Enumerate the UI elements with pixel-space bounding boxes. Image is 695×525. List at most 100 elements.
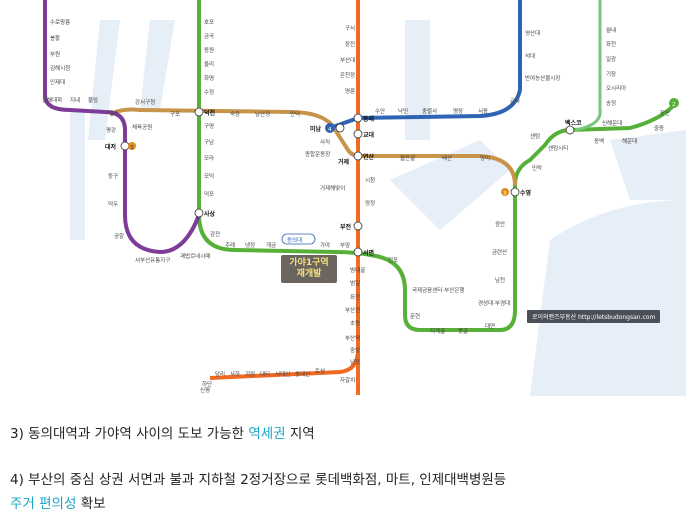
st-yangjeong: 양정: [365, 199, 375, 207]
st-toseong: 토성: [315, 367, 325, 375]
st-sinhaeundae: 신해운대: [602, 119, 622, 127]
st-jwacheon-east: 좌천: [606, 40, 616, 48]
st-namcheon: 남천: [495, 276, 505, 284]
line-4: [329, 0, 522, 130]
st-airport: 공항: [114, 232, 124, 240]
st-yeonsan: 연산: [363, 153, 375, 161]
station-labels: 구서 장전 부산대 온천장 명륜 동래 교대 연산 시청 양정 부전 서면 범내…: [42, 18, 670, 394]
st-minam: 미남: [310, 125, 322, 133]
st-deokpo: 덕포: [204, 191, 214, 198]
line-east: [574, 0, 602, 132]
st-gijang: 기장: [606, 70, 616, 78]
st-geoje-haemaji: 거제해맞이: [320, 184, 345, 192]
st-millak: 민락: [532, 164, 542, 172]
st-saha: 사하: [230, 370, 240, 378]
st-mulmangol: 물만골: [400, 154, 415, 162]
st-dangni: 당리: [215, 370, 225, 378]
st-bonghwang: 봉황: [50, 34, 60, 42]
st-ifc: 국제금융센터·부산은행: [412, 286, 464, 294]
map-background-shapes: [70, 20, 686, 396]
paragraph-4-line2: 주거 편의성 확보: [10, 492, 106, 512]
st-sujeong: 수정: [204, 89, 214, 96]
st-sajik: 사직: [320, 138, 330, 146]
st-seokdae: 석대: [525, 52, 535, 60]
line-2: [197, 0, 676, 332]
st-kyungsung: 경성대·부경대: [478, 299, 510, 307]
st-bujeon: 부전: [340, 223, 352, 231]
paragraph-3: 3) 동의대역과 가야역 사이의 도보 가능한 역세권 지역: [10, 422, 315, 442]
st-daeti: 대티: [260, 370, 270, 378]
st-dongdaesin: 동대신: [295, 370, 310, 378]
st-centum-city: 센텀시티: [548, 144, 568, 152]
st-seodong: 서동: [478, 107, 488, 115]
st-beomil: 범일: [350, 279, 360, 287]
st-naengjeong: 냉정: [245, 241, 255, 249]
st-myeongnyun: 명륜: [345, 88, 355, 95]
st-jurye: 주례: [225, 241, 235, 249]
line-1: [209, 0, 360, 395]
badge-3-east: 3: [503, 191, 507, 197]
st-hadan: 하단: [202, 380, 212, 388]
st-suro: 수로왕릉: [50, 18, 70, 26]
st-dongnae: 동래: [363, 115, 375, 123]
st-buwon: 부원: [50, 50, 60, 58]
st-seomyeon: 서면: [363, 249, 374, 257]
st-oncheonjang: 온천장: [340, 71, 355, 79]
st-dongwon: 동원: [204, 46, 214, 54]
st-yeongsandae: 영산대: [525, 29, 540, 37]
st-busanyeok: 부산역: [345, 334, 360, 342]
st-sports-park: 체육공원: [132, 123, 152, 131]
st-dongbaek: 동백: [594, 137, 604, 145]
st-gunam: 구남: [204, 138, 214, 146]
st-chungnyeolsa: 충렬사: [422, 107, 437, 115]
st-guseo: 구서: [345, 24, 355, 32]
badge-2: 2: [672, 102, 676, 108]
st-sinpyeong: 신평: [200, 386, 210, 394]
st-daeyeon: 대연: [485, 322, 495, 330]
st-sasang: 사상: [204, 210, 216, 218]
st-buram: 불암: [88, 96, 98, 104]
st-jungdong: 중동: [654, 125, 664, 132]
st-mangmi: 망미: [480, 154, 490, 162]
st-inje: 인제대: [50, 78, 65, 86]
st-banyeo: 반여농산물시장: [525, 74, 560, 82]
st-goejeong: 괴정: [245, 370, 255, 378]
st-hopo: 호포: [204, 19, 214, 26]
st-jangjeon: 장전: [345, 40, 355, 48]
st-jangsan: 장산: [660, 109, 670, 117]
st-gyodae: 교대: [363, 131, 375, 139]
st-jungang: 중앙: [350, 346, 360, 354]
st-songjeong: 송정: [606, 99, 616, 107]
st-jagalchi: 자갈치: [340, 376, 355, 384]
line-3: [108, 107, 517, 186]
st-modeok: 모덕: [204, 173, 214, 180]
st-busanjin: 부산진: [345, 306, 360, 314]
st-osiria: 오시리아: [606, 84, 626, 92]
paragraph-4-line1: 4) 부산의 중심 상권 서면과 불과 지하철 2정거장으로 롯데백화점, 마트…: [10, 468, 506, 488]
st-busandae: 부산대: [340, 56, 355, 64]
p4-line1: 4) 부산의 중심 상권 서면과 불과 지하철 2정거장으로 롯데백화점, 마트…: [10, 472, 507, 488]
st-gwangan: 광안: [495, 221, 505, 228]
st-yulli: 율리: [204, 60, 214, 68]
st-gaya: 가야: [320, 241, 330, 249]
st-mandeok: 만덕: [290, 110, 300, 118]
st-motgol: 못골: [458, 328, 468, 335]
st-pyeonggang: 평강: [106, 127, 116, 134]
st-daesa: 대사: [108, 109, 118, 117]
st-jwacheon: 좌천: [350, 293, 360, 301]
p3-before: 3) 동의대역과 가야역 사이의 도보 가능한: [10, 426, 249, 442]
st-dongeuidae: 동의대: [287, 236, 302, 244]
st-jeonpo: 전포: [388, 256, 398, 264]
st-gumyeong: 구명: [204, 123, 214, 130]
st-gwaebeop: 괘법르네시떼: [180, 252, 210, 260]
st-centum: 센텀: [530, 132, 540, 140]
subway-map: 3 4 3 2 구서 장전 부산대 온천장 명륜 동래 교대 연산 시청 양정 …: [10, 0, 686, 396]
st-sports-complex: 종합운동장: [305, 150, 330, 158]
st-gimhae-college: 김해대학: [42, 96, 62, 104]
line-badges: 3 4 3 2: [128, 98, 679, 197]
st-seodaesin: 서대신: [275, 370, 290, 378]
st-deokcheon: 덕천: [204, 109, 216, 117]
st-namsanjeong: 남산정: [255, 110, 270, 118]
subway-map-svg: 3 4 3 2 구서 장전 부산대 온천장 명륜 동래 교대 연산 시청 양정 …: [42, 0, 686, 396]
st-jigegol: 지게골: [430, 327, 445, 335]
